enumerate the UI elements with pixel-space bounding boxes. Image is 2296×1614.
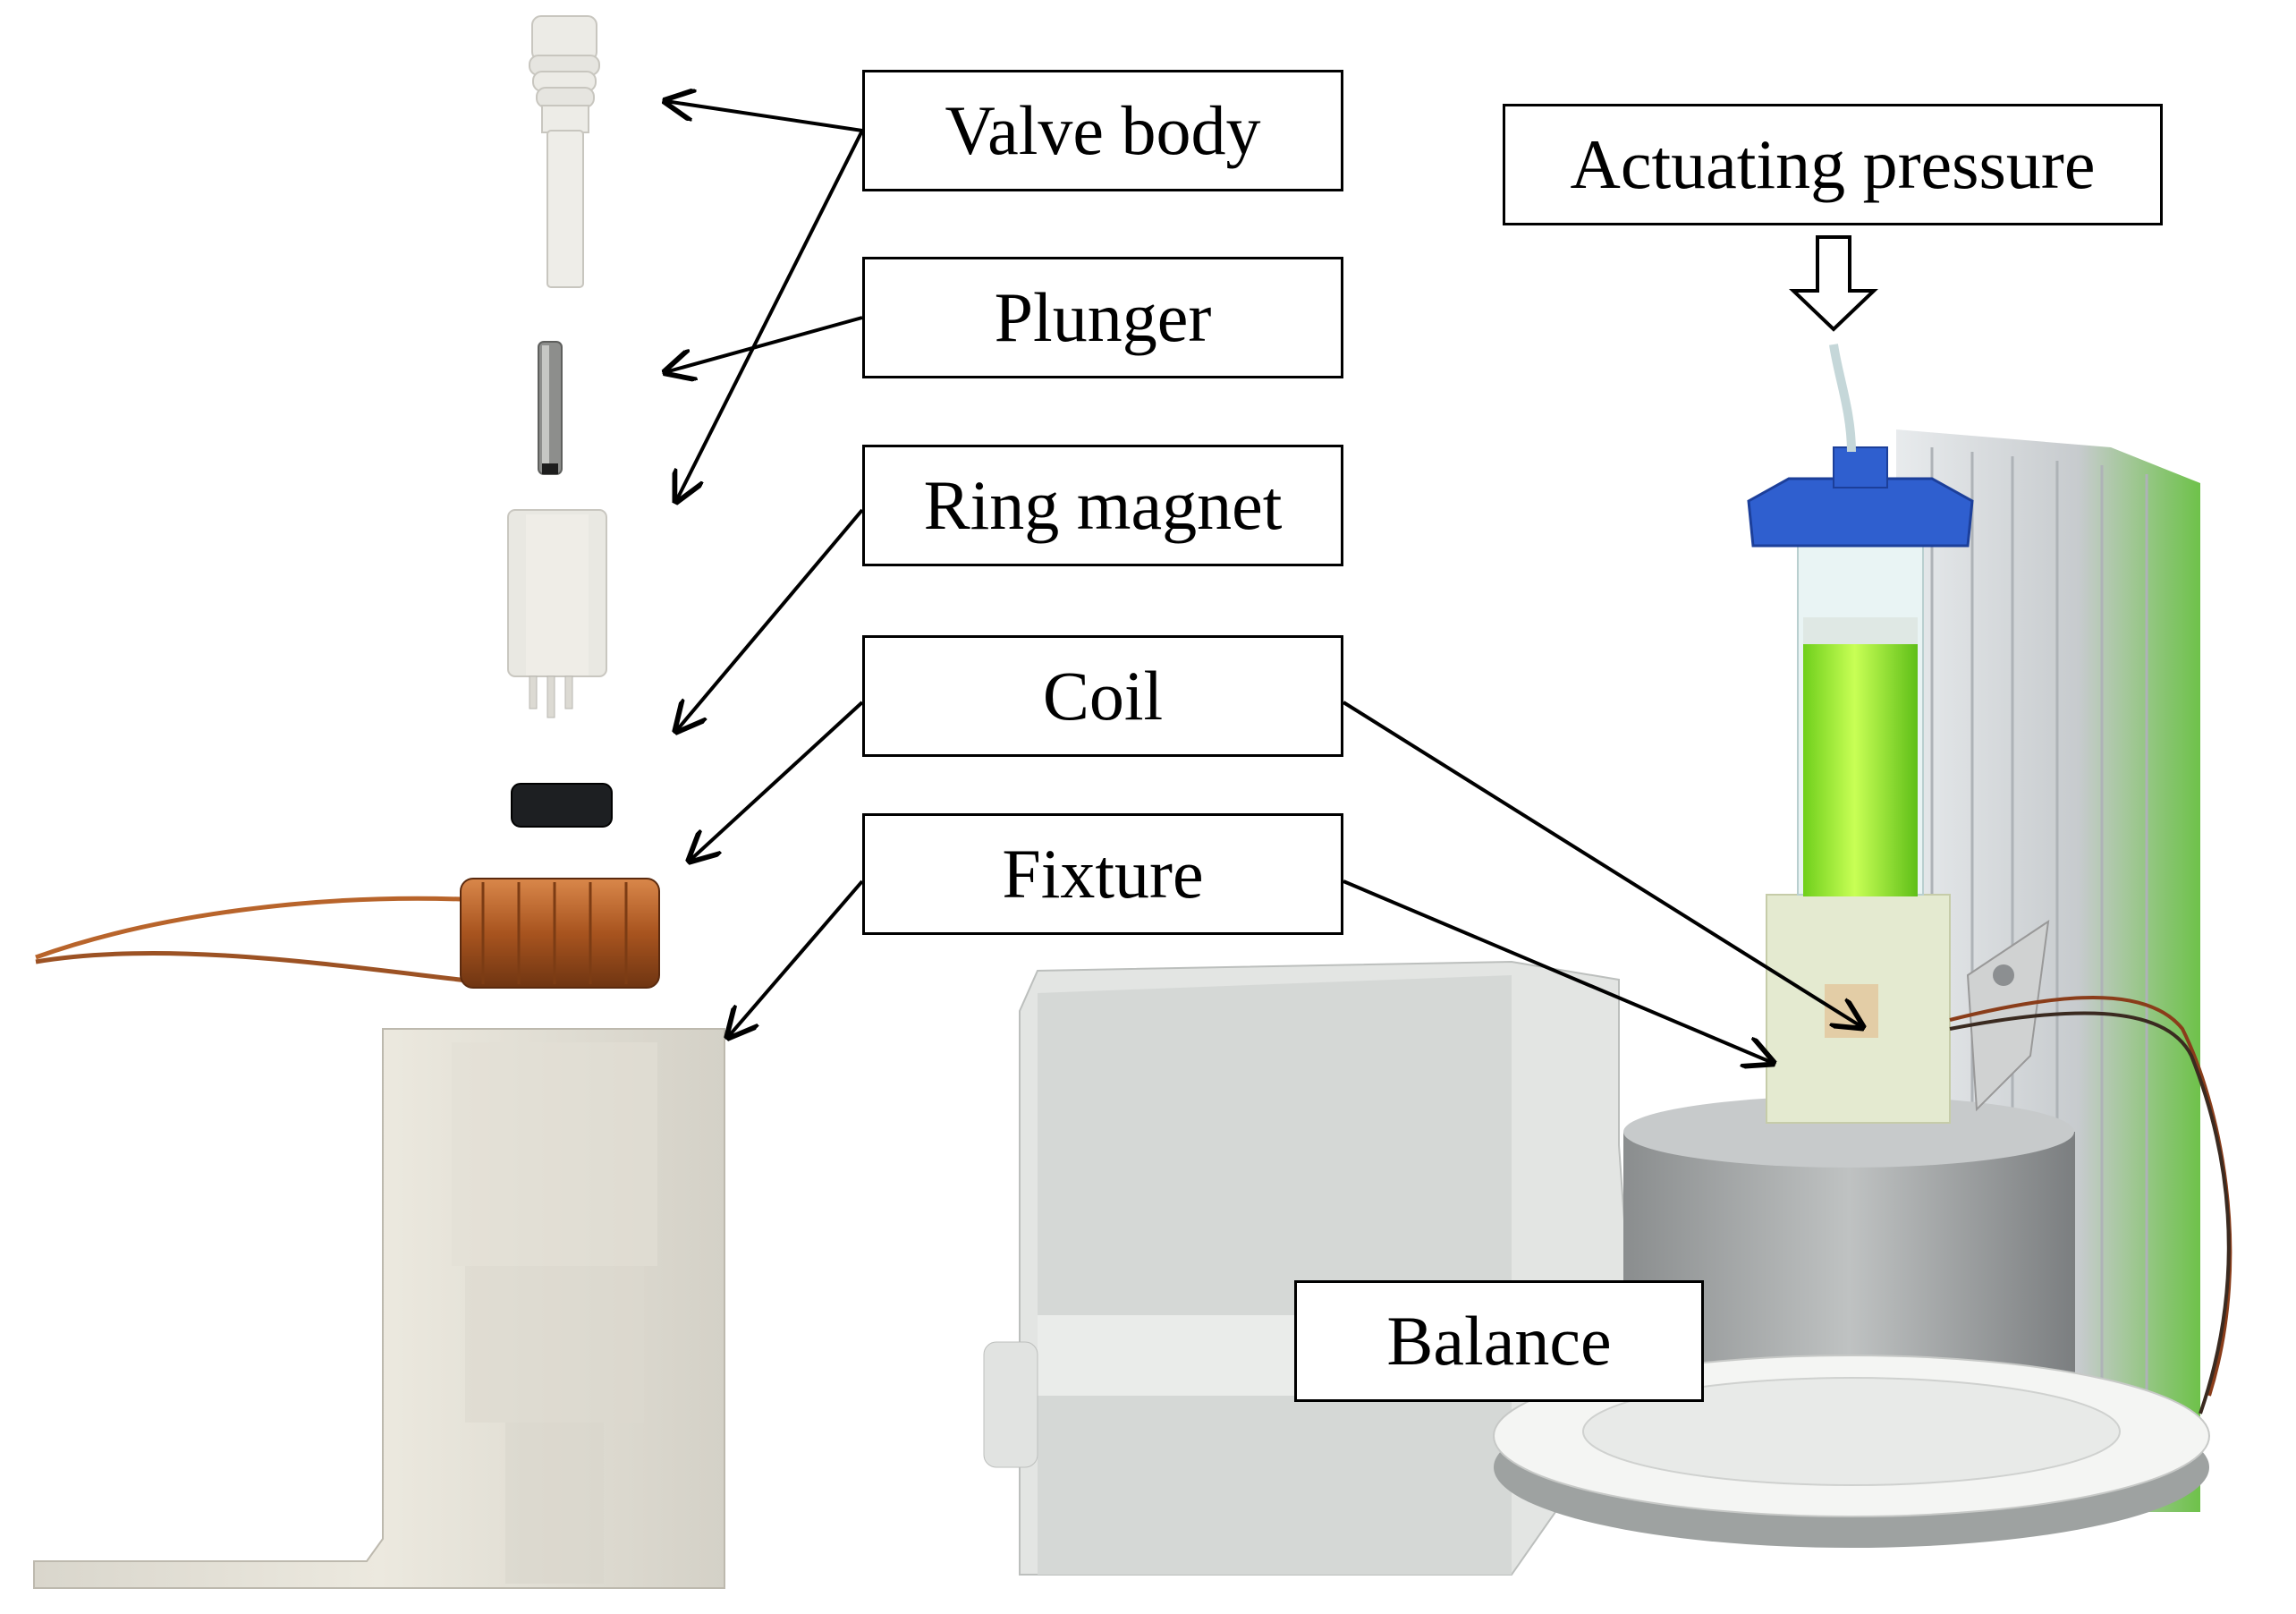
coil-part — [35, 878, 660, 989]
arrow-valve-body-top — [665, 101, 863, 132]
valve-body-part — [529, 15, 600, 288]
valve-seat-part — [507, 509, 607, 718]
label-coil: Coil — [862, 635, 1343, 757]
hollow-down-arrow-icon — [1789, 235, 1878, 332]
arrow-fixture-setup — [1343, 879, 1773, 1063]
arrow-coil-part — [690, 701, 864, 861]
arrow-valve-body-seat — [676, 130, 864, 501]
arrow-plunger — [665, 316, 863, 372]
arrow-coil-setup — [1342, 701, 1862, 1027]
arrow-fixture-part — [728, 879, 864, 1037]
exploded-parts — [33, 15, 725, 1589]
label-actuating-pressure: Actuating pressure — [1503, 104, 2163, 225]
plunger-part — [538, 341, 563, 475]
ring-magnet-part — [511, 783, 613, 828]
annotation-arrows — [665, 101, 1862, 1063]
label-ring-magnet: Ring magnet — [862, 445, 1343, 566]
label-valve-body: Valve body — [862, 70, 1343, 191]
label-fixture: Fixture — [862, 813, 1343, 935]
fixture-part — [33, 1028, 725, 1589]
label-plunger: Plunger — [862, 257, 1343, 378]
arrow-ring-magnet — [676, 508, 864, 731]
label-balance: Balance — [1294, 1280, 1704, 1402]
